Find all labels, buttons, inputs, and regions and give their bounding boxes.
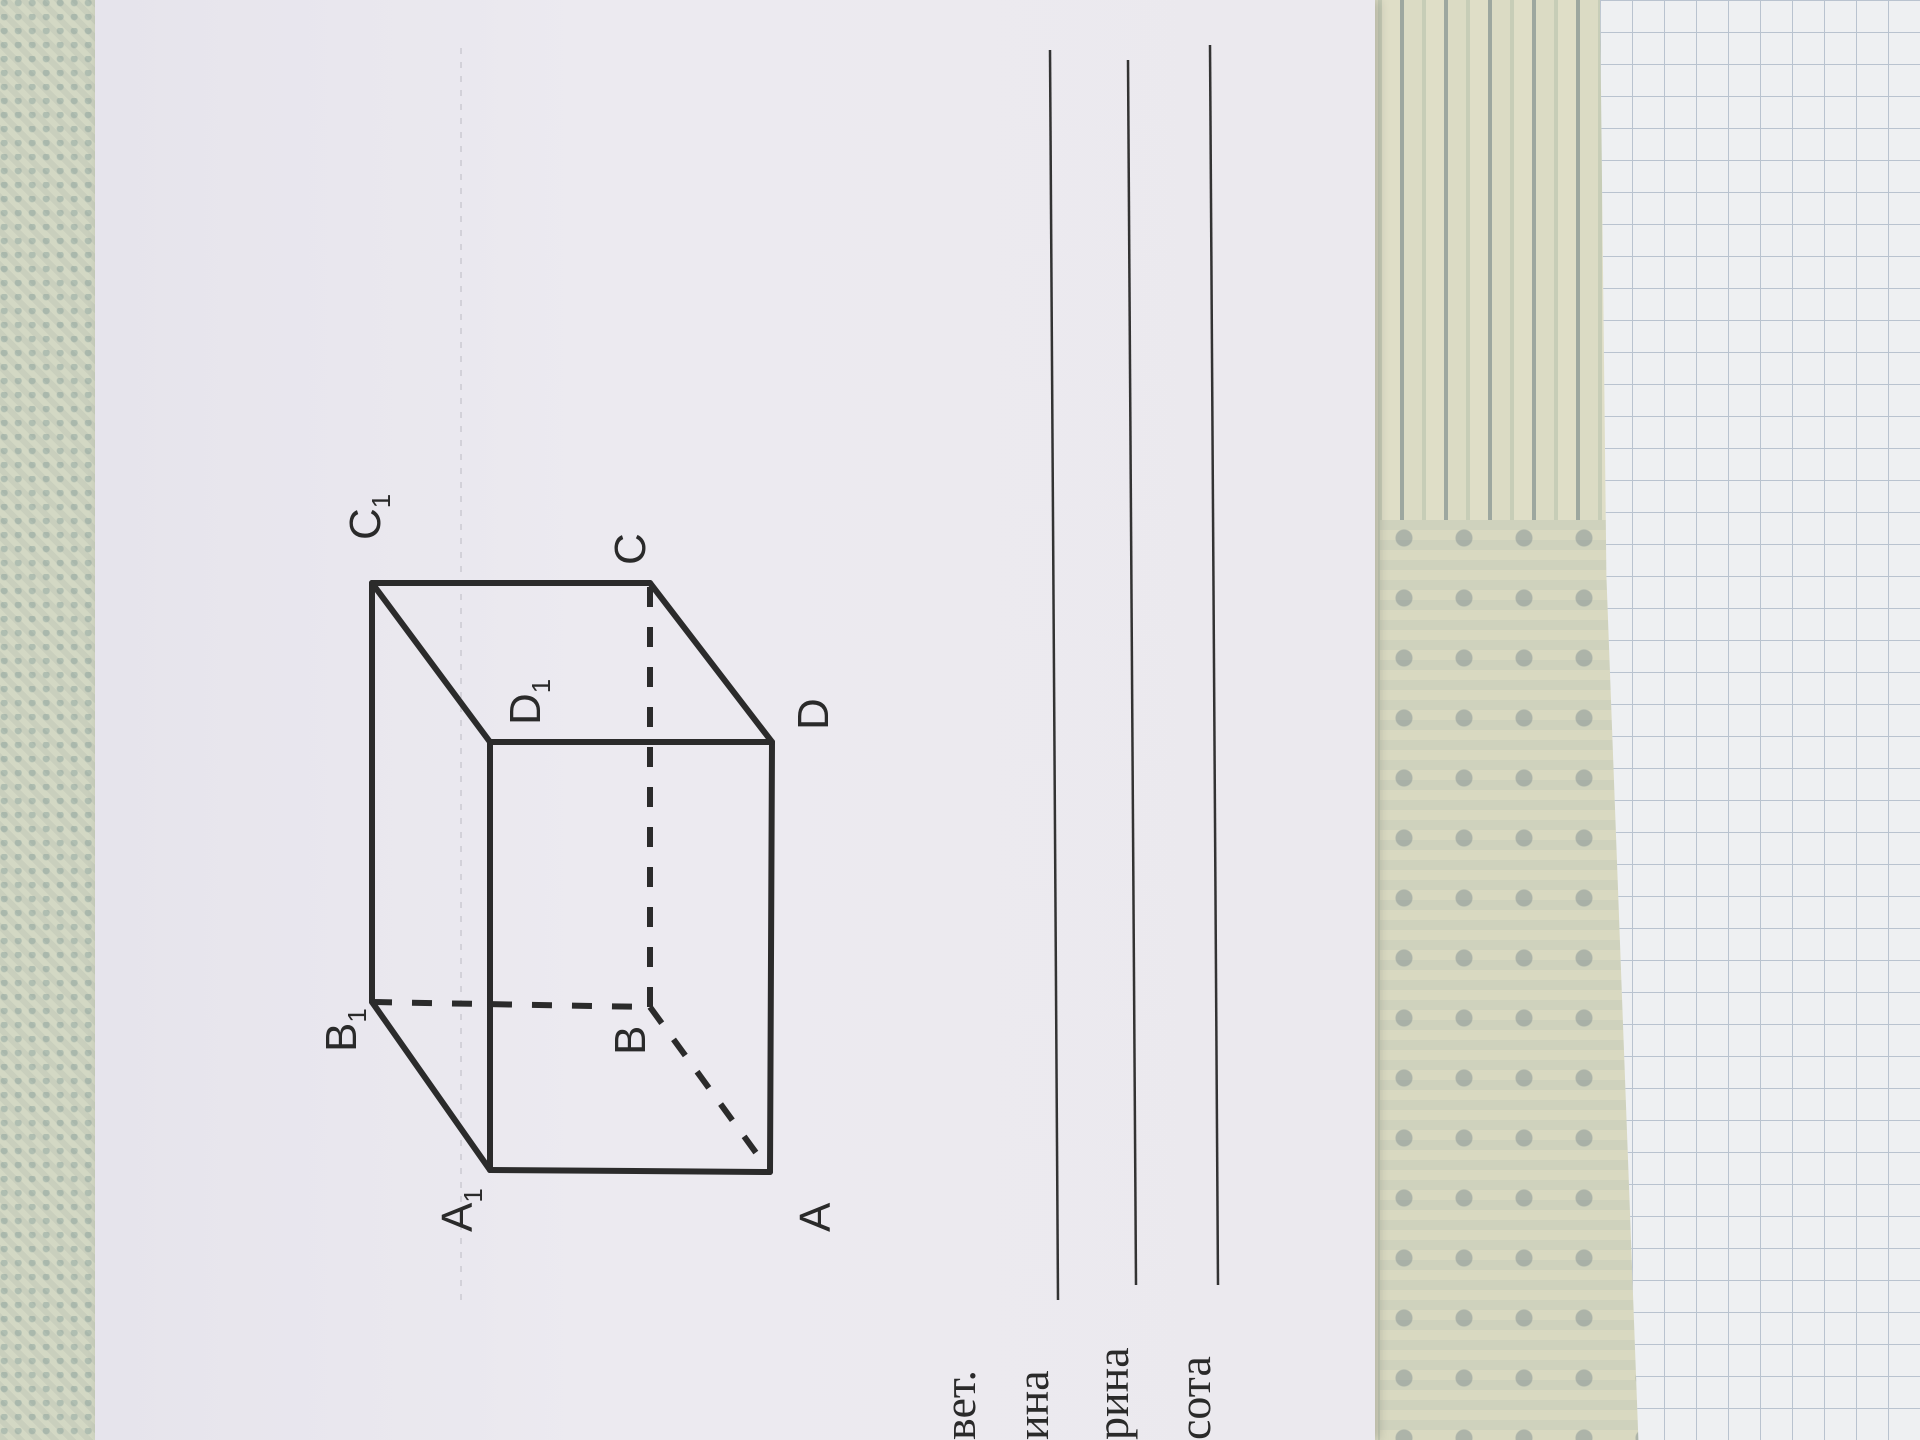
edge-a1-a: [487, 1167, 773, 1175]
answer-width-label: рина: [1087, 1347, 1138, 1440]
label-d: D: [789, 698, 838, 730]
worksheet-paper: [95, 0, 1375, 1440]
edge-c-d: [647, 580, 775, 745]
answer-line-length: [1048, 49, 1060, 1301]
answer-height-label: сота: [1169, 1356, 1220, 1440]
label-a: A: [791, 1202, 840, 1232]
answer-heading: вет.: [934, 1370, 985, 1440]
edge-b-a-hidden: [647, 1005, 773, 1174]
paper-fold-line: [460, 40, 462, 1300]
label-d1: D1: [501, 679, 556, 725]
answer-line-height: [1208, 44, 1220, 1286]
edge-d1-c1: [369, 580, 493, 745]
edge-b1-b-hidden: [371, 999, 651, 1010]
answer-length-label: ина: [1007, 1370, 1058, 1440]
graph-paper-notebook: [1600, 0, 1920, 1440]
label-c1: C1: [341, 494, 396, 540]
label-b1: B1: [317, 1008, 372, 1052]
label-b: B: [606, 1026, 655, 1055]
answer-line-width: [1126, 59, 1138, 1286]
label-c: C: [606, 533, 655, 565]
edge-a-d: [767, 739, 775, 1175]
edge-b1-a1: [369, 999, 493, 1173]
label-a1: A1: [433, 1188, 488, 1232]
